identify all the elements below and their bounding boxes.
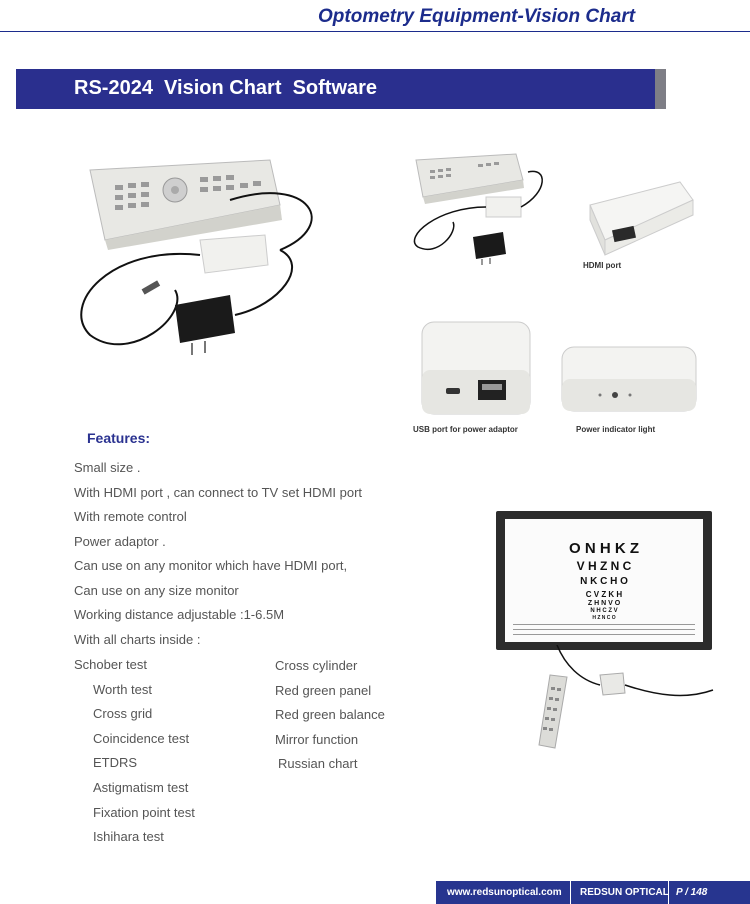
feature-item: Can use on any size monitor xyxy=(74,583,239,598)
chart-list-item: Fixation point test xyxy=(93,805,195,820)
title-banner-end-cap xyxy=(655,69,666,109)
page-header-title: Optometry Equipment-Vision Chart xyxy=(318,6,636,27)
feature-item: Can use on any monitor which have HDMI p… xyxy=(74,558,348,573)
chart-list-item: ETDRS xyxy=(93,755,138,770)
feature-item: With all charts inside : xyxy=(74,632,201,647)
product-kit-photo xyxy=(80,159,313,355)
chart-list-item: Mirror function xyxy=(275,732,359,747)
chart-list-item: Cross cylinder xyxy=(275,658,358,673)
feature-item: Small size . xyxy=(74,460,141,475)
eye-chart-row: Z H N V O xyxy=(587,600,621,607)
feature-item: With HDMI port , can connect to TV set H… xyxy=(74,485,363,500)
product-title: RS-2024 Vision Chart Software xyxy=(74,77,378,99)
footer-divider xyxy=(668,881,669,904)
header-rule xyxy=(0,31,750,32)
footer-bar xyxy=(436,881,750,904)
eye-chart-row: C V Z K H xyxy=(585,590,623,599)
chart-list-item: Coincidence test xyxy=(93,731,190,746)
remote-control-image xyxy=(89,159,282,250)
chart-list-item: Schober test xyxy=(74,657,147,672)
chart-list-item: Russian chart xyxy=(278,756,358,771)
hdmi-port-icon xyxy=(611,225,637,243)
footer-page-number: P / 148 xyxy=(676,887,708,898)
footer-divider xyxy=(570,881,571,904)
power-adaptor-image xyxy=(175,295,235,355)
eye-chart-row: V H Z N C xyxy=(576,559,632,573)
remote-control-small-image xyxy=(538,674,568,749)
feature-item: Working distance adjustable :1-6.5M xyxy=(74,607,285,622)
chart-list-item: Cross grid xyxy=(93,706,153,721)
feature-item: With remote control xyxy=(74,509,187,524)
power-indicator-photo xyxy=(561,346,697,412)
hdmi-port-caption: HDMI port xyxy=(583,261,622,270)
usb-port-photo xyxy=(421,321,531,415)
usb-port-caption: USB port for power adaptor xyxy=(413,425,518,434)
eye-chart-row: N H C Z V xyxy=(590,608,618,614)
product-kit-small-photo xyxy=(413,153,543,265)
eye-chart-screen: O N H K Z V H Z N C N K C H O C V Z K H … xyxy=(505,519,703,642)
monitor-image: O N H K Z V H Z N C N K C H O C V Z K H … xyxy=(496,511,712,650)
footer-website: www.redsunoptical.com xyxy=(447,887,562,898)
chart-list-item: Ishihara test xyxy=(93,829,164,844)
eye-chart-row: N K C H O xyxy=(580,576,628,587)
eye-chart-row: O N H K Z xyxy=(569,540,639,557)
footer-brand: REDSUN OPTICAL xyxy=(580,887,669,898)
micro-usb-port-icon xyxy=(446,388,460,394)
chart-list-item: Red green panel xyxy=(275,683,372,698)
chart-list-item: Astigmatism test xyxy=(93,780,189,795)
title-banner xyxy=(16,69,666,109)
hdmi-box-image xyxy=(199,234,269,274)
monitor-remote-kit-image xyxy=(538,645,714,749)
eye-chart-row: H Z N C O xyxy=(592,615,616,621)
chart-list-item: Red green balance xyxy=(275,707,385,722)
feature-item: Power adaptor . xyxy=(74,534,166,549)
chart-list-item: Worth test xyxy=(93,682,153,697)
hdmi-port-photo xyxy=(589,181,694,256)
features-heading: Features: xyxy=(87,430,151,446)
indicator-light-icon xyxy=(612,392,618,398)
power-indicator-caption: Power indicator light xyxy=(576,425,656,434)
